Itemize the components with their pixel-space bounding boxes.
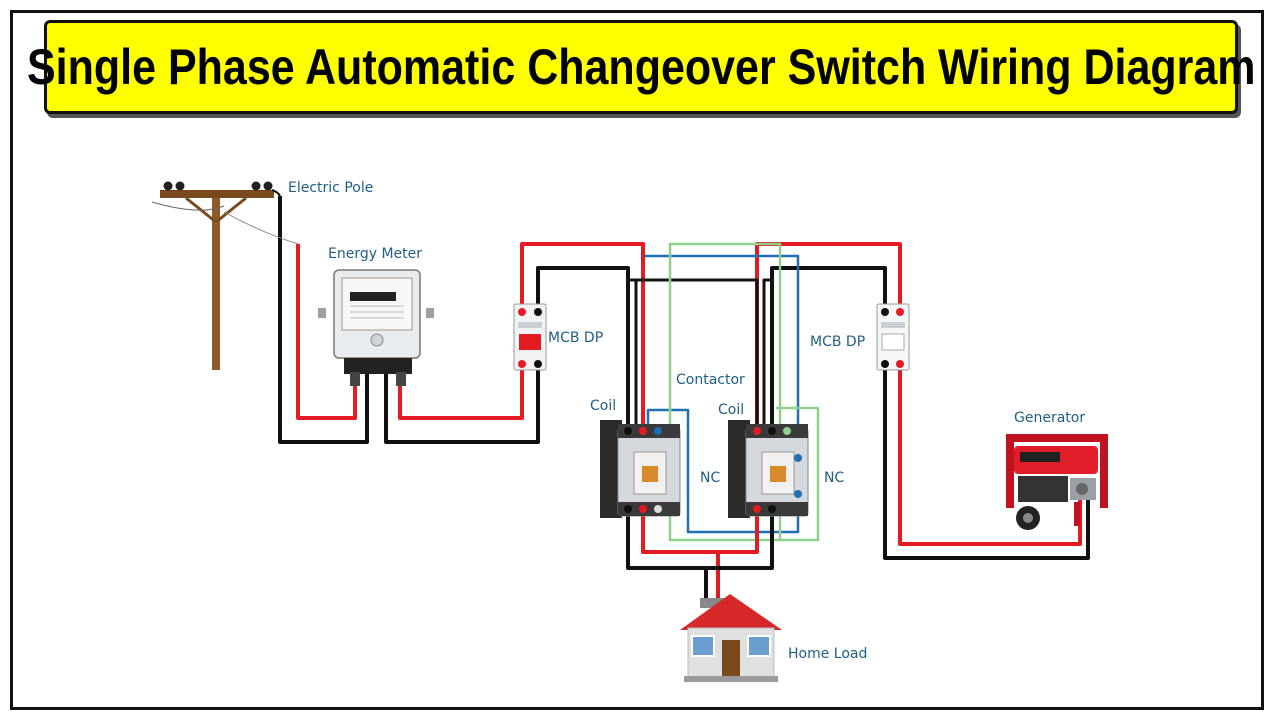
utility-pole-icon — [151, 181, 299, 370]
wire-mcb-left-neutral-top — [536, 266, 630, 436]
wire-control-green-right — [776, 406, 820, 542]
label-nc-right: NC — [824, 470, 844, 486]
label-home-load: Home Load — [788, 646, 867, 662]
house-icon — [680, 594, 782, 682]
wire-meter-neutral-out — [384, 366, 540, 444]
mcb-left-icon — [513, 303, 547, 371]
diagram-title: Single Phase Automatic Changeover Switch… — [26, 39, 1256, 95]
generator-icon — [1006, 434, 1108, 530]
label-nc-left: NC — [700, 470, 720, 486]
wire-mcb-right-neutral-top — [770, 266, 887, 436]
wires — [278, 196, 1090, 602]
label-contactor: Contactor — [676, 372, 745, 388]
wire-meter-live-out — [398, 366, 524, 420]
label-energy-meter: Energy Meter — [328, 246, 422, 262]
label-coil-left: Coil — [590, 398, 616, 414]
wire-control-blue-top — [644, 254, 800, 458]
label-mcb-left: MCB DP — [548, 330, 603, 346]
title-banner: Single Phase Automatic Changeover Switch… — [27, 20, 1255, 114]
contactor-left-icon — [600, 420, 681, 518]
energy-meter-icon — [318, 269, 434, 386]
wire-mcb-left-live-top — [520, 242, 645, 436]
diagram-frame — [10, 10, 1264, 710]
mcb-right-icon — [876, 303, 910, 371]
wire-output-neutral — [626, 512, 774, 570]
contactor-right-icon — [728, 420, 809, 518]
wire-generator-neutral — [883, 366, 1090, 560]
wire-output-live — [641, 512, 759, 554]
label-electric-pole: Electric Pole — [288, 180, 373, 196]
wire-control-blue-bottom — [646, 408, 800, 534]
label-generator: Generator — [1014, 410, 1085, 426]
label-coil-right: Coil — [718, 402, 744, 418]
label-mcb-right: MCB DP — [810, 334, 865, 350]
wire-control-green-loop — [668, 242, 782, 542]
wire-neutral-cross-c — [762, 278, 772, 436]
wire-pole-neutral — [278, 196, 369, 444]
wire-pole-live — [296, 244, 357, 420]
